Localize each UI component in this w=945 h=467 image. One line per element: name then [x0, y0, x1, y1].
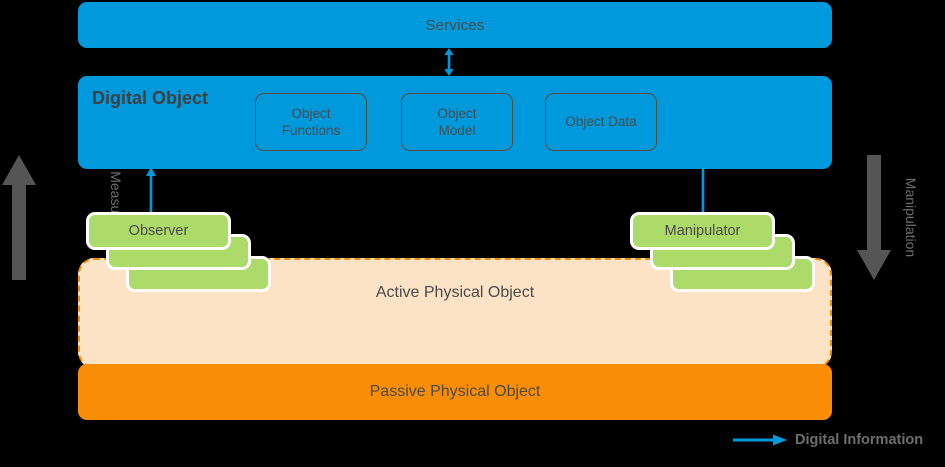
passive-physical-object-label: Passive Physical Object — [369, 383, 541, 400]
services-digital-object-connector-icon — [444, 48, 454, 76]
passive-physical-object-box[interactable]: Passive Physical Object — [78, 364, 832, 420]
observer-label: Observer — [128, 223, 189, 239]
measurements-indicator: Measurements — [2, 155, 125, 280]
services-label: Services — [425, 16, 485, 34]
object-functions-line2: Functions — [281, 123, 341, 138]
object-model-box[interactable]: Object Model — [401, 93, 513, 151]
observer-stack[interactable]: Observer — [86, 212, 271, 302]
object-model-line1: Object — [437, 105, 477, 121]
object-functions-box[interactable]: Object Functions — [255, 93, 367, 151]
digital-object-panel[interactable]: Digital Object Object Functions Object M… — [78, 76, 832, 169]
active-physical-object-label: Active Physical Object — [375, 284, 535, 301]
object-data-line1: Object Data — [565, 114, 637, 130]
manipulator-card-front[interactable]: Manipulator — [630, 212, 775, 250]
observer-card-front[interactable]: Observer — [86, 212, 231, 250]
services-box[interactable]: Services — [78, 2, 832, 48]
manipulation-indicator: Manipulation — [827, 155, 920, 280]
right-arrow-icon — [733, 434, 787, 446]
down-arrow-icon — [857, 155, 891, 280]
manipulation-label: Manipulation — [903, 177, 920, 258]
manipulator-stack[interactable]: Manipulator — [630, 212, 815, 302]
object-functions-line1: Object — [291, 105, 331, 121]
digital-object-title: Digital Object — [92, 88, 209, 108]
object-data-box[interactable]: Object Data — [545, 93, 657, 151]
up-arrow-icon — [2, 155, 36, 280]
object-model-line2: Model — [438, 123, 476, 138]
manipulator-label: Manipulator — [664, 223, 741, 239]
legend-label: Digital Information — [795, 432, 924, 448]
legend: Digital Information — [733, 432, 923, 448]
